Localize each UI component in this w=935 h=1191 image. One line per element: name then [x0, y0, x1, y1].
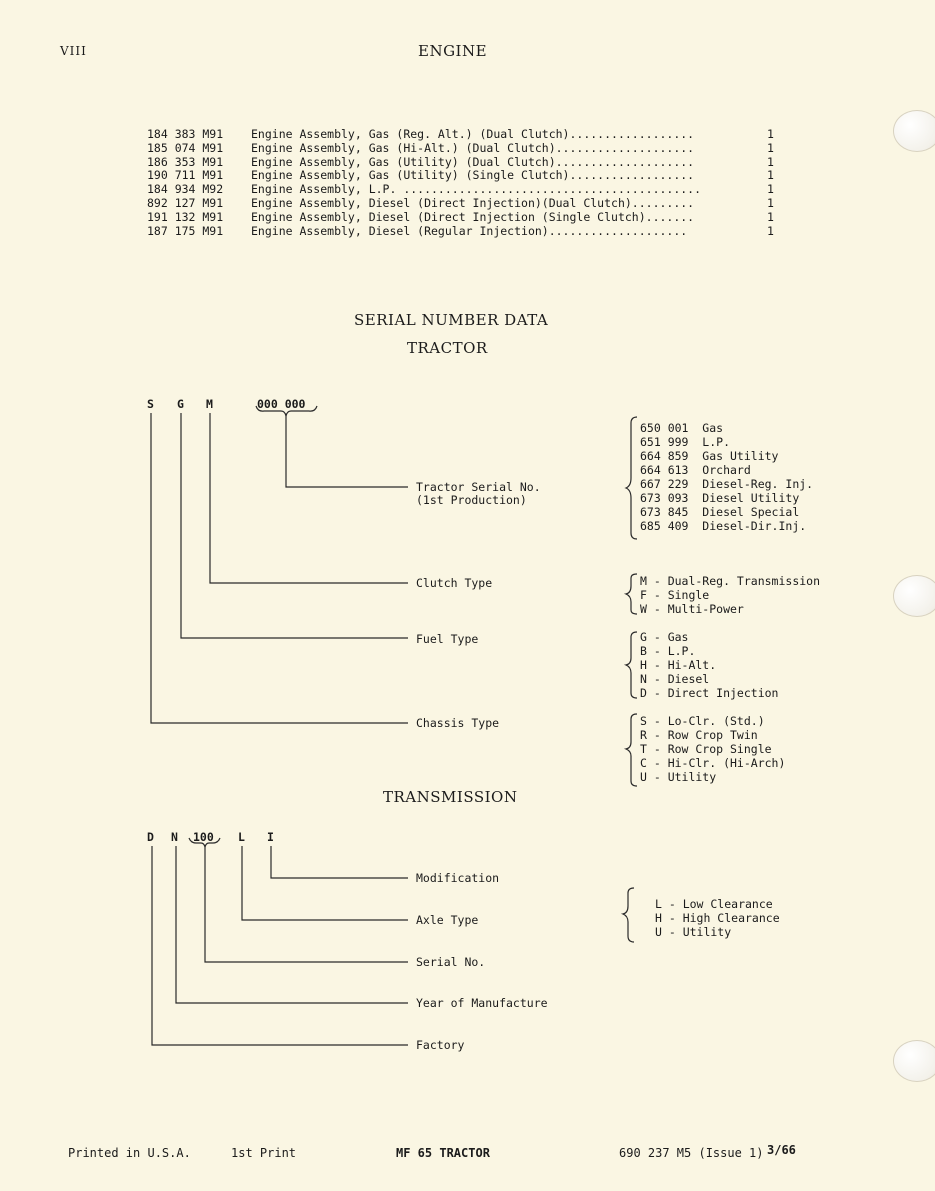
part-description: Engine Assembly, Diesel (Direct Injectio…	[251, 209, 695, 224]
list-item: H - Hi-Alt.	[640, 658, 717, 672]
part-description: Engine Assembly, Gas (Utility) (Dual Clu…	[251, 154, 695, 169]
modification-label: Modification	[416, 871, 500, 885]
part-number: 186 353 M91	[147, 154, 224, 169]
list-item: 664 613 Orchard	[640, 463, 751, 477]
fuel-type-label: Fuel Type	[416, 632, 479, 646]
fuel-code-list: G - Gas B - L.P. H - Hi-Alt. N - Diesel …	[640, 630, 778, 700]
table-row: 185 074 M91 Engine Assembly, Gas (Hi-Alt…	[147, 140, 787, 156]
list-item: T - Row Crop Single	[640, 742, 772, 756]
footer-doc-number: 690 237 M5 (Issue 1)	[619, 1146, 764, 1160]
part-description: Engine Assembly, Diesel (Regular Injecti…	[251, 223, 688, 238]
part-quantity: 1	[767, 195, 774, 210]
list-item: 673 845 Diesel Special	[640, 505, 800, 519]
chassis-code-list: S - Lo-Clr. (Std.) R - Row Crop Twin T -…	[640, 714, 785, 784]
part-quantity: 1	[767, 154, 774, 169]
code-letter-modification: I	[267, 830, 274, 844]
code-letter-clutch: M	[206, 397, 213, 411]
part-description: Engine Assembly, Gas (Hi-Alt.) (Dual Clu…	[251, 140, 695, 155]
list-item: G - Gas	[640, 630, 689, 644]
table-row: 184 383 M91 Engine Assembly, Gas (Reg. A…	[147, 127, 787, 142]
transmission-heading: TRANSMISSION	[383, 788, 518, 806]
part-number: 184 934 M92	[147, 182, 224, 197]
part-description: Engine Assembly, Diesel (Direct Injectio…	[251, 195, 695, 210]
footer-printed: Printed in U.S.A.	[68, 1146, 191, 1160]
list-item: H - High Clearance	[655, 911, 780, 925]
code-letter-year: N	[171, 830, 178, 844]
list-item: N - Diesel	[640, 672, 710, 686]
list-item: 673 093 Diesel Utility	[640, 491, 800, 505]
part-quantity: 1	[767, 223, 774, 238]
tractor-serial-note: (1st Production)	[416, 493, 527, 507]
part-number: 187 175 M91	[147, 223, 224, 238]
clutch-type-label: Clutch Type	[416, 576, 493, 590]
punch-hole	[893, 575, 935, 617]
part-number: 190 711 M91	[147, 168, 224, 183]
list-item: 650 001 Gas	[640, 421, 724, 435]
code-serial: 100	[193, 830, 214, 844]
code-letter-chassis: S	[147, 397, 154, 411]
part-quantity: 1	[767, 127, 774, 141]
tractor-serial-label: Tractor Serial No.	[416, 480, 541, 494]
list-item: S - Lo-Clr. (Std.)	[640, 714, 765, 728]
axle-code-list: L - Low Clearance H - High Clearance U -…	[655, 897, 780, 939]
year-of-manufacture-label: Year of Manufacture	[416, 996, 548, 1010]
list-item: M - Dual-Reg. Transmission	[640, 574, 821, 588]
table-row: 187 175 M91 Engine Assembly, Diesel (Reg…	[147, 223, 787, 239]
part-quantity: 1	[767, 140, 774, 155]
list-item: R - Row Crop Twin	[640, 728, 758, 742]
code-letter-axle: L	[238, 830, 245, 844]
table-row: 892 127 M91 Engine Assembly, Diesel (Dir…	[147, 195, 787, 211]
list-item: 664 859 Gas Utility	[640, 449, 779, 463]
engine-parts-table: 184 383 M91 Engine Assembly, Gas (Reg. A…	[147, 127, 787, 239]
list-item: F - Single	[640, 588, 710, 602]
part-number: 892 127 M91	[147, 195, 224, 210]
code-letter-fuel: G	[177, 397, 184, 411]
list-item: 667 229 Diesel-Reg. Inj.	[640, 477, 814, 491]
list-item: W - Multi-Power	[640, 602, 744, 616]
list-item: C - Hi-Clr. (Hi-Arch)	[640, 756, 786, 770]
table-row: 191 132 M91 Engine Assembly, Diesel (Dir…	[147, 209, 787, 225]
serial-number-data-heading: SERIAL NUMBER DATA	[354, 311, 549, 329]
punch-hole	[893, 110, 935, 152]
tractor-heading: TRACTOR	[407, 339, 488, 357]
footer-model: MF 65 TRACTOR	[396, 1146, 490, 1160]
chassis-type-label: Chassis Type	[416, 716, 500, 730]
table-row: 186 353 M91 Engine Assembly, Gas (Utilit…	[147, 154, 787, 170]
table-row: 190 711 M91 Engine Assembly, Gas (Utilit…	[147, 169, 787, 183]
part-number: 185 074 M91	[147, 140, 224, 155]
code-letter-factory: D	[147, 830, 154, 844]
part-number: 184 383 M91	[147, 127, 224, 141]
part-description: Engine Assembly, Gas (Utility) (Single C…	[251, 168, 695, 183]
page-number: VIII	[60, 44, 87, 58]
punch-hole	[893, 1040, 935, 1082]
factory-label: Factory	[416, 1038, 465, 1052]
footer-date: 3/66	[767, 1143, 796, 1157]
part-quantity: 1	[767, 182, 774, 197]
code-serial-placeholder: 000 000	[257, 397, 306, 411]
clutch-code-list: M - Dual-Reg. Transmission F - Single W …	[640, 574, 820, 616]
part-number: 191 132 M91	[147, 209, 224, 224]
list-item: U - Utility	[655, 925, 732, 939]
table-row: 184 934 M92 Engine Assembly, L.P. ......…	[147, 182, 787, 197]
transmission-serial-label: Serial No.	[416, 955, 486, 969]
axle-type-label: Axle Type	[416, 913, 479, 927]
production-serial-list: 650 001 Gas 651 999 L.P. 664 859 Gas Uti…	[640, 421, 813, 533]
list-item: 651 999 L.P.	[640, 435, 731, 449]
footer-print: 1st Print	[231, 1146, 297, 1160]
part-description: Engine Assembly, Gas (Reg. Alt.) (Dual C…	[251, 127, 695, 141]
page-title: ENGINE	[418, 42, 488, 60]
list-item: B - L.P.	[640, 644, 696, 658]
list-item: D - Direct Injection	[640, 686, 779, 700]
list-item: U - Utility	[640, 770, 717, 784]
list-item: L - Low Clearance	[655, 897, 773, 911]
list-item: 685 409 Diesel-Dir.Inj.	[640, 519, 807, 533]
part-quantity: 1	[767, 209, 774, 224]
part-description: Engine Assembly, L.P. ..................…	[251, 182, 702, 197]
part-quantity: 1	[767, 168, 774, 183]
